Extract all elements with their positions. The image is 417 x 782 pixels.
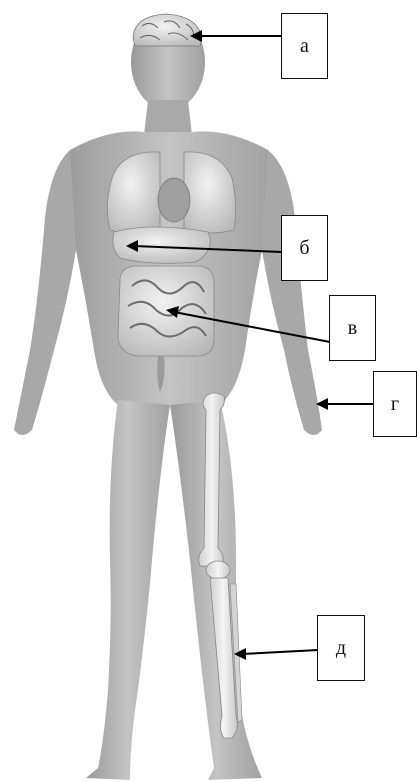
label-v: в — [329, 295, 376, 361]
label-b: б — [281, 215, 328, 281]
label-a: а — [281, 13, 328, 79]
label-d: д — [317, 615, 365, 681]
arrow-g — [316, 398, 374, 410]
label-g: г — [373, 371, 417, 437]
arrow-a — [190, 30, 282, 42]
body-silhouette — [14, 14, 322, 780]
liver-icon — [113, 227, 210, 263]
arrow-d — [234, 648, 318, 660]
brain-icon — [133, 14, 202, 46]
